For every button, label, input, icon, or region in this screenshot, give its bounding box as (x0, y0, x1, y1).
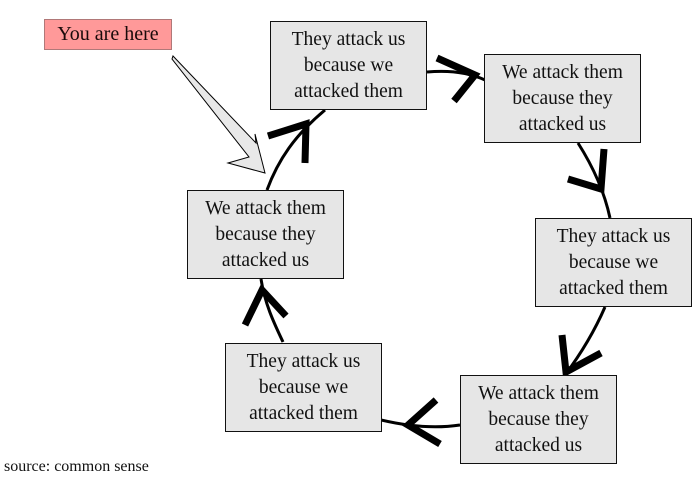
connector-n4-n5 (380, 418, 461, 429)
connector-n6-n1 (265, 108, 326, 191)
source-caption: source: common sense (4, 458, 149, 475)
cycle-node-3: They attack us because we attacked them (535, 218, 692, 307)
cycle-node-6: We attack them because they attacked us (187, 190, 344, 279)
pointer-arrow-icon (171, 55, 266, 174)
you-are-here-label: You are here (44, 19, 172, 50)
arrowhead-icon (266, 119, 310, 164)
connector-n2-n3 (576, 142, 612, 219)
arrowhead-icon (558, 334, 603, 378)
cycle-node-5: They attack us because we attacked them (225, 343, 382, 432)
arrowhead-icon (241, 283, 289, 327)
cycle-node-4: We attack them because they attacked us (460, 375, 617, 464)
connector-n1-n2 (426, 69, 486, 82)
cycle-node-2: We attack them because they attacked us (484, 54, 641, 143)
cycle-node-1: They attack us because we attacked them (270, 21, 427, 110)
arrowhead-icon (402, 397, 442, 448)
arrowhead-icon (435, 54, 481, 104)
arrowhead-icon (566, 148, 608, 194)
